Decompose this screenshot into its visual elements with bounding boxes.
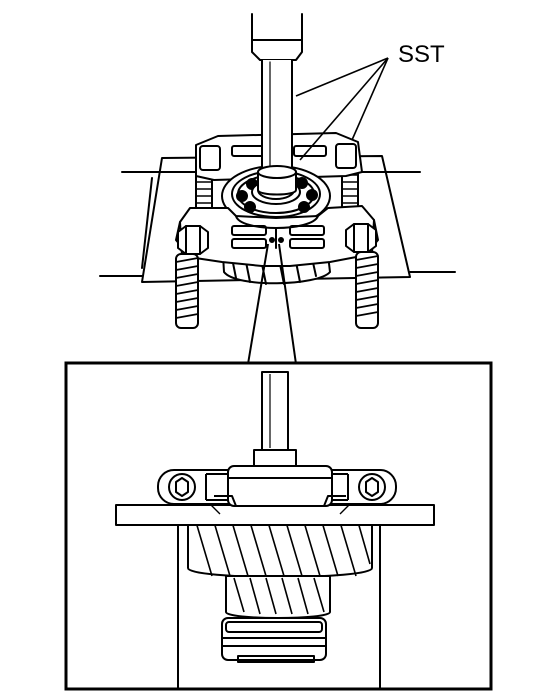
sst-leader-lines <box>295 57 389 161</box>
inset-shaft <box>253 371 297 467</box>
inset-bearing <box>209 465 351 515</box>
upper-assembly <box>99 13 456 329</box>
nut-front-right <box>345 223 377 253</box>
threaded-rod-front-left <box>175 253 199 329</box>
nut-front-left <box>177 225 209 255</box>
threaded-rod-front-right <box>355 251 379 329</box>
inset-detail <box>64 361 493 691</box>
press-shaft <box>251 13 303 196</box>
zoom-connector <box>247 243 297 365</box>
sst-label: SST <box>398 41 445 68</box>
inset-lower-bearing <box>221 617 327 663</box>
inset-gear <box>187 521 373 619</box>
inset-table <box>115 504 435 526</box>
